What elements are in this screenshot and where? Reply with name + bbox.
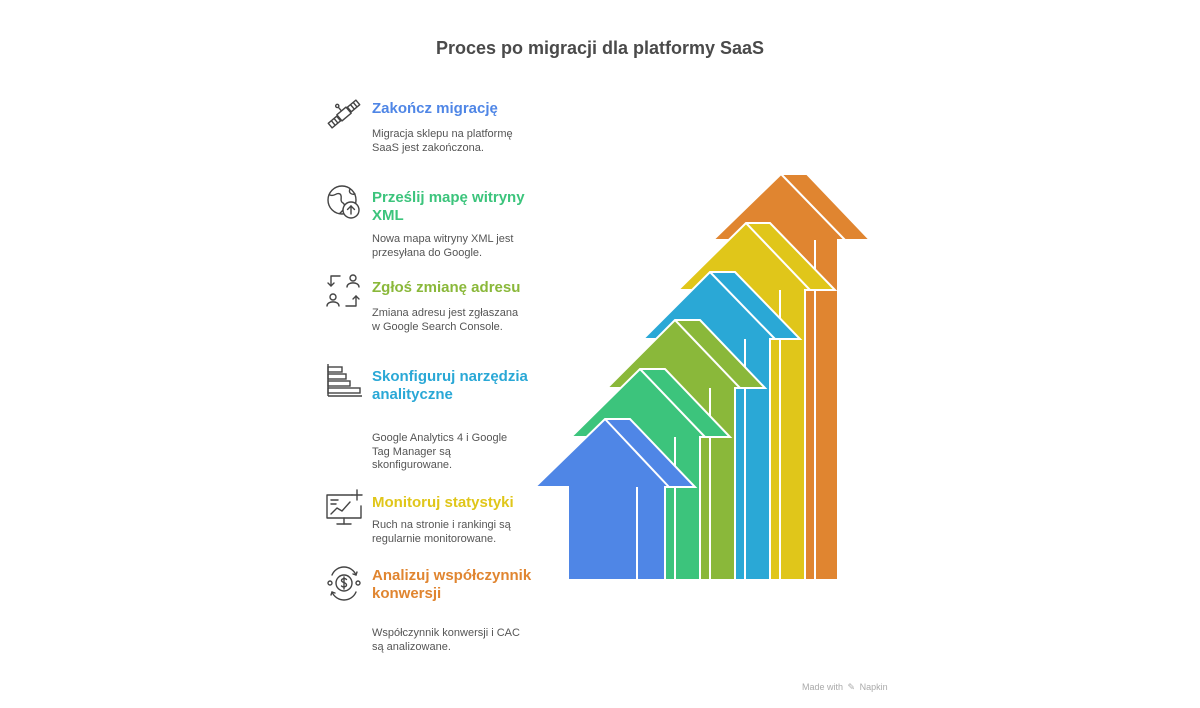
globe-upload-icon — [324, 183, 364, 223]
step-description: Zmiana adresu jest zgłaszana w Google Se… — [372, 307, 519, 333]
napkin-brand-text: Napkin — [859, 682, 888, 692]
step-heading: Zgłoś zmianę adresu — [372, 279, 521, 296]
user-swap-icon — [324, 273, 364, 313]
step-heading: Zakończ migrację — [372, 100, 498, 117]
money-cycle-icon — [324, 561, 364, 601]
step-heading: Monitoruj statystyki — [372, 494, 514, 511]
step-description: Ruch na stronie i rankingi są regularnie… — [372, 519, 511, 545]
step-heading: Analizuj współczynnik konwersji — [372, 567, 532, 602]
made-with-text: Made with — [802, 682, 844, 692]
step-description: Google Analytics 4 i Google Tag Manager … — [372, 432, 508, 471]
satellite-icon — [324, 94, 364, 134]
bar-chart-icon — [324, 362, 364, 402]
diagram-title: Proces po migracji dla platformy SaaS — [435, 38, 765, 58]
made-with-napkin-label: Made with ✎ Napkin — [802, 682, 888, 693]
step-description: Migracja sklepu na platformę SaaS jest z… — [372, 128, 513, 154]
arrow-blue-first — [532, 418, 698, 581]
step-heading: Prześlij mapę witryny XML — [372, 189, 525, 224]
stepped-arrows-diagram — [532, 173, 873, 581]
napkin-logo-icon: ✎ — [847, 682, 856, 692]
monitor-chart-icon — [324, 488, 364, 528]
step-description: Współczynnik konwersji i CAC są analizow… — [372, 627, 520, 653]
step-heading: Skonfiguruj narzędzia analityczne — [372, 368, 528, 403]
step-description: Nowa mapa witryny XML jest przesyłana do… — [372, 233, 514, 259]
